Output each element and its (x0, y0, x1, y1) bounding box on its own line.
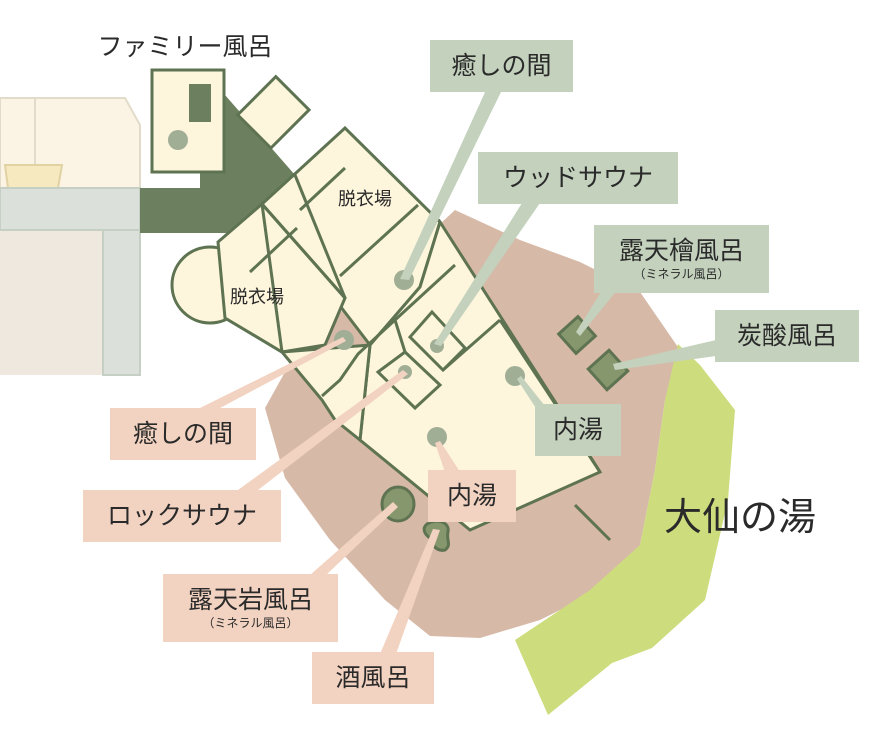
label-dressing-room-1: 脱衣場 (330, 186, 400, 214)
outdoor-baths (380, 314, 630, 552)
leader-lines-green (400, 90, 716, 422)
label-sake-bath: 酒風呂 (312, 652, 434, 704)
adjacent-building (0, 97, 141, 376)
iyashi-top-text: 癒しの間 (451, 51, 552, 81)
indoor-bath-center-text: 内湯 (446, 481, 497, 511)
label-hinoki-bath: 露天檜風呂（ミネラル風呂） (594, 225, 769, 293)
iyashi-left-text: 癒しの間 (132, 419, 233, 449)
label-area-name: 大仙の湯 (655, 488, 825, 548)
hinoki-bath-text: 露天檜風呂 (618, 236, 744, 266)
family-bath-room (150, 68, 226, 174)
hinoki-sub-text: （ミネラル風呂） (633, 266, 730, 281)
area-name-text: 大仙の湯 (663, 495, 816, 540)
rock-sauna-text: ロックサウナ (106, 501, 257, 531)
dressing-room-2-text: 脱衣場 (230, 287, 284, 309)
label-rock-bath: 露天岩風呂（ミネラル風呂） (163, 574, 338, 642)
rock-sub-text: （ミネラル風呂） (202, 615, 299, 630)
lawn-area (515, 344, 735, 715)
label-carbonated-bath: 炭酸風呂 (715, 310, 859, 362)
wood-sauna-text: ウッドサウナ (502, 163, 653, 193)
label-rock-sauna: ロックサウナ (83, 490, 281, 542)
leader-lines-pink (200, 337, 462, 654)
carbonated-bath-text: 炭酸風呂 (736, 321, 837, 351)
label-iyashi-top: 癒しの間 (430, 40, 573, 92)
label-indoor-bath-right: 内湯 (535, 404, 621, 456)
indoor-bath-right-text: 内湯 (552, 415, 603, 445)
small-room (235, 74, 312, 151)
sake-bath-text: 酒風呂 (335, 663, 411, 693)
label-iyashi-left: 癒しの間 (110, 408, 256, 460)
label-family-bath: ファミリー風呂 (85, 27, 285, 67)
label-wood-sauna: ウッドサウナ (478, 152, 678, 204)
label-dressing-room-2: 脱衣場 (222, 284, 292, 312)
family-bath-text: ファミリー風呂 (97, 32, 273, 62)
dressing-room-1-text: 脱衣場 (338, 189, 392, 211)
rock-bath-text: 露天岩風呂 (187, 585, 313, 615)
label-indoor-bath-center: 内湯 (428, 470, 516, 522)
